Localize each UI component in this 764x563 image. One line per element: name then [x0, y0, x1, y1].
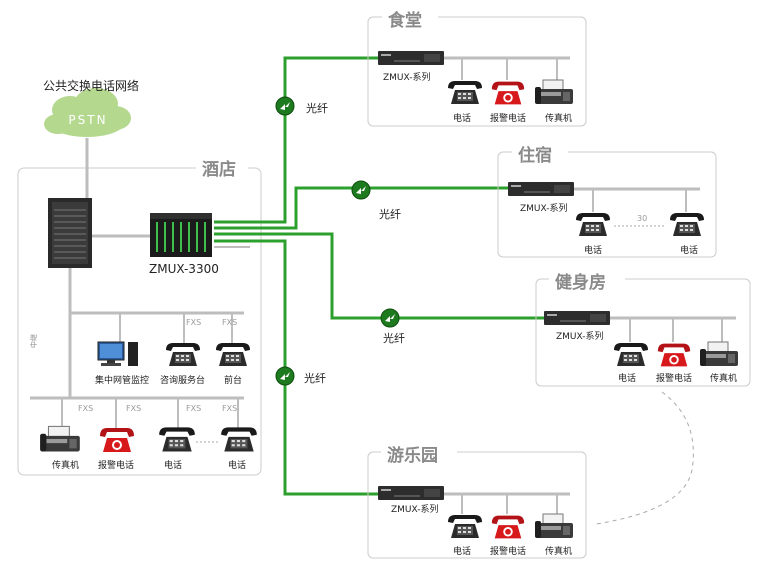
site-title: 住宿: [518, 145, 552, 166]
fxs-label: FXS: [222, 318, 237, 327]
device-label: ZMUX-系列: [383, 71, 430, 83]
fiber-label: 光纤: [383, 331, 405, 345]
fiber-node-icon: [275, 96, 295, 116]
device-label: 电话: [618, 372, 636, 384]
fxs-label: FXS: [126, 404, 141, 413]
device-label: 电话: [680, 244, 698, 256]
dashed-link: [595, 391, 694, 525]
fiber-node-icon: [380, 308, 400, 328]
alarm-phone-icon: [491, 515, 525, 539]
zmux-3300-device: [150, 213, 212, 257]
site-title: 食堂: [388, 10, 422, 31]
fiber-label: 光纤: [379, 207, 401, 221]
device-label: 报警电话: [490, 112, 526, 124]
fax-icon: [534, 513, 574, 539]
count-note: 30: [637, 214, 647, 223]
pstn-caption: 公共交换电话网络: [43, 78, 139, 93]
fxs-label: FXS: [186, 318, 201, 327]
site-gym: 健身房 ZMUX-系列 电话 报警电话 传真机: [535, 270, 751, 387]
site-title: 游乐园: [387, 445, 438, 466]
fxs-label: FXS: [222, 404, 237, 413]
phone-icon: [166, 343, 200, 366]
phone-icon: [159, 427, 195, 452]
device-label: 报警电话: [98, 459, 134, 471]
device-label: 传真机: [52, 459, 79, 471]
phone-icon: [614, 343, 648, 366]
fxs-label: FXS: [78, 404, 93, 413]
pstn-cloud-label: PSTN: [68, 113, 107, 127]
phone-icon: [448, 515, 482, 538]
phone-icon: [221, 427, 257, 452]
zmux-unit-icon: [378, 51, 444, 65]
device-label: ZMUX-系列: [520, 202, 567, 214]
site-canteen: 食堂 ZMUX-系列 电话 报警电话 传真机: [367, 8, 587, 127]
alarm-phone-icon: [491, 81, 525, 105]
device-label: ZMUX-系列: [556, 330, 603, 342]
device-label: 前台: [224, 374, 242, 386]
phone-icon: [670, 213, 704, 236]
device-label: 电话: [584, 244, 602, 256]
alarm-phone-icon: [657, 343, 691, 367]
hotel-title: 酒店: [202, 159, 236, 180]
device-label: 电话: [228, 459, 246, 471]
zmux-unit-icon: [508, 182, 574, 196]
fxs-label: FXS: [186, 404, 201, 413]
device-label: 报警电话: [490, 545, 526, 557]
site-title: 健身房: [555, 272, 606, 293]
device-label: 传真机: [545, 112, 572, 124]
fiber-label: 光纤: [304, 371, 326, 385]
device-label: 咨询服务台: [160, 374, 205, 386]
zmux-unit-icon: [544, 311, 610, 325]
device-label: 报警电话: [656, 372, 692, 384]
fiber-label: 光纤: [306, 101, 328, 115]
device-label: 传真机: [710, 372, 737, 384]
phone-icon: [216, 343, 250, 366]
fiber-node-icon: [275, 366, 295, 386]
site-lodging: 住宿 ZMUX-系列 30 电话 电话: [497, 143, 717, 258]
device-label: 电话: [453, 112, 471, 124]
phone-icon: [448, 81, 482, 104]
device-label: 集中网管监控: [95, 374, 149, 386]
device-label: 电话: [453, 545, 471, 557]
zmux-unit-icon: [378, 486, 444, 500]
alarm-phone-icon: [100, 428, 134, 452]
pstn-cloud: PSTN: [44, 88, 131, 137]
fiber-node-icon: [351, 180, 371, 200]
zmux-3300-label: ZMUX-3300: [149, 262, 219, 276]
server-rack: [48, 198, 92, 268]
device-label: 传真机: [545, 545, 572, 557]
device-label: ZMUX-系列: [391, 503, 438, 515]
fax-icon: [534, 79, 574, 105]
phone-icon: [576, 213, 610, 236]
device-label: 电话: [164, 459, 182, 471]
fax-icon: [39, 425, 81, 453]
hotel-frame: [17, 167, 262, 476]
monitor-pc-icon: [97, 341, 138, 366]
fax-icon: [699, 341, 739, 367]
trunk-label: 中继: [29, 334, 38, 348]
site-amusement-park: 游乐园 ZMUX-系列 电话 报警电话 传真机: [367, 443, 587, 559]
